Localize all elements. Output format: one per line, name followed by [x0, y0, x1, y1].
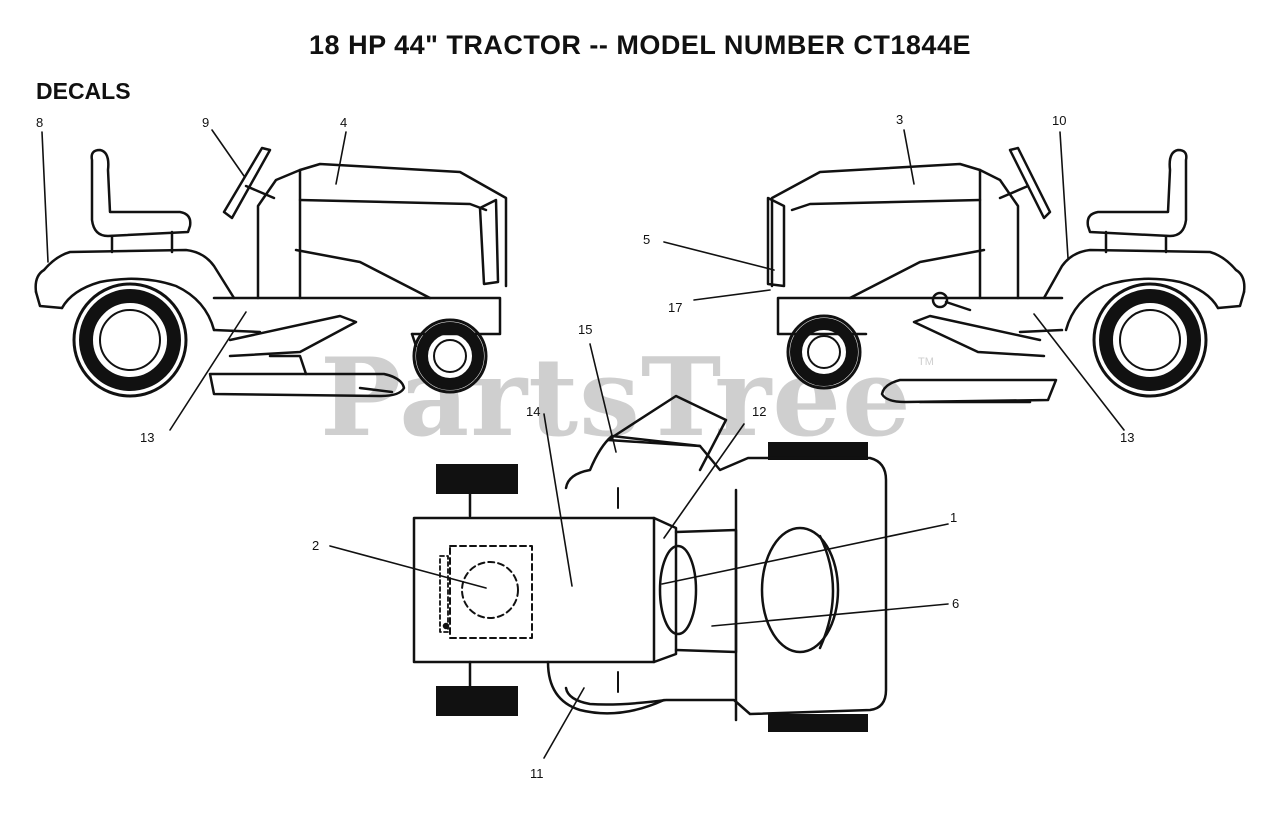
callout-6: 6	[952, 596, 959, 611]
callout-2: 2	[312, 538, 319, 553]
tractor-right-side-view	[766, 146, 1246, 404]
callout-5: 5	[643, 232, 650, 247]
callout-9: 9	[202, 115, 209, 130]
tractor-left-side-view	[34, 146, 508, 398]
callout-12: 12	[752, 404, 766, 419]
callout-4: 4	[340, 115, 347, 130]
callout-10: 10	[1052, 113, 1066, 128]
page-title: 18 HP 44" TRACTOR -- MODEL NUMBER CT1844…	[309, 30, 971, 60]
callout-3: 3	[896, 112, 903, 127]
callout-14: 14	[526, 404, 540, 419]
callout-11: 11	[530, 766, 544, 781]
callout-15: 15	[578, 322, 592, 337]
watermark-trademark: TM	[918, 356, 934, 368]
callout-17: 17	[668, 300, 682, 315]
leader-lines	[41, 129, 1125, 759]
callout-labels: 8 9 4 3 10 5 17 13 13 15 12 14 2 1 6 11	[36, 112, 1134, 781]
tractor-top-view	[412, 394, 888, 732]
callout-13-right: 13	[1120, 430, 1134, 445]
callout-8: 8	[36, 115, 43, 130]
section-heading: DECALS	[36, 78, 131, 104]
callout-1: 1	[950, 510, 957, 525]
callout-13-left: 13	[140, 430, 154, 445]
